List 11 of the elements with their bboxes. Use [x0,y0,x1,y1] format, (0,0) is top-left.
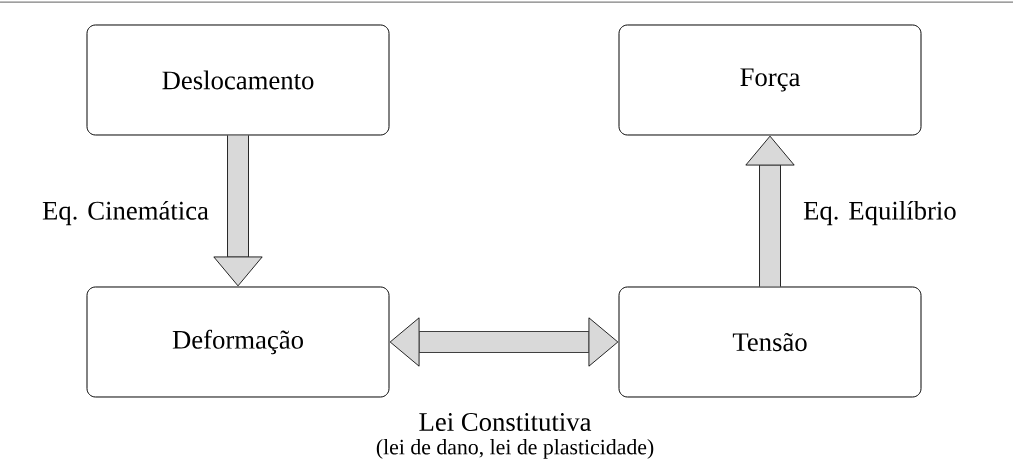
process-box: Tensão [618,286,922,398]
note-text: (lei de dano, lei de plasticidade) [376,439,654,459]
process-box: Deformação [86,286,390,398]
edge-label: Lei Constitutiva [419,413,592,431]
block-arrow [745,135,795,287]
process-box: Deslocamento [86,24,390,136]
block-arrow [389,317,619,367]
edge-label: Eq. Cinemática [42,200,209,226]
edge-label: Eq. Equilíbrio [803,200,956,226]
block-arrow [213,135,263,287]
process-box: Força [618,24,922,136]
